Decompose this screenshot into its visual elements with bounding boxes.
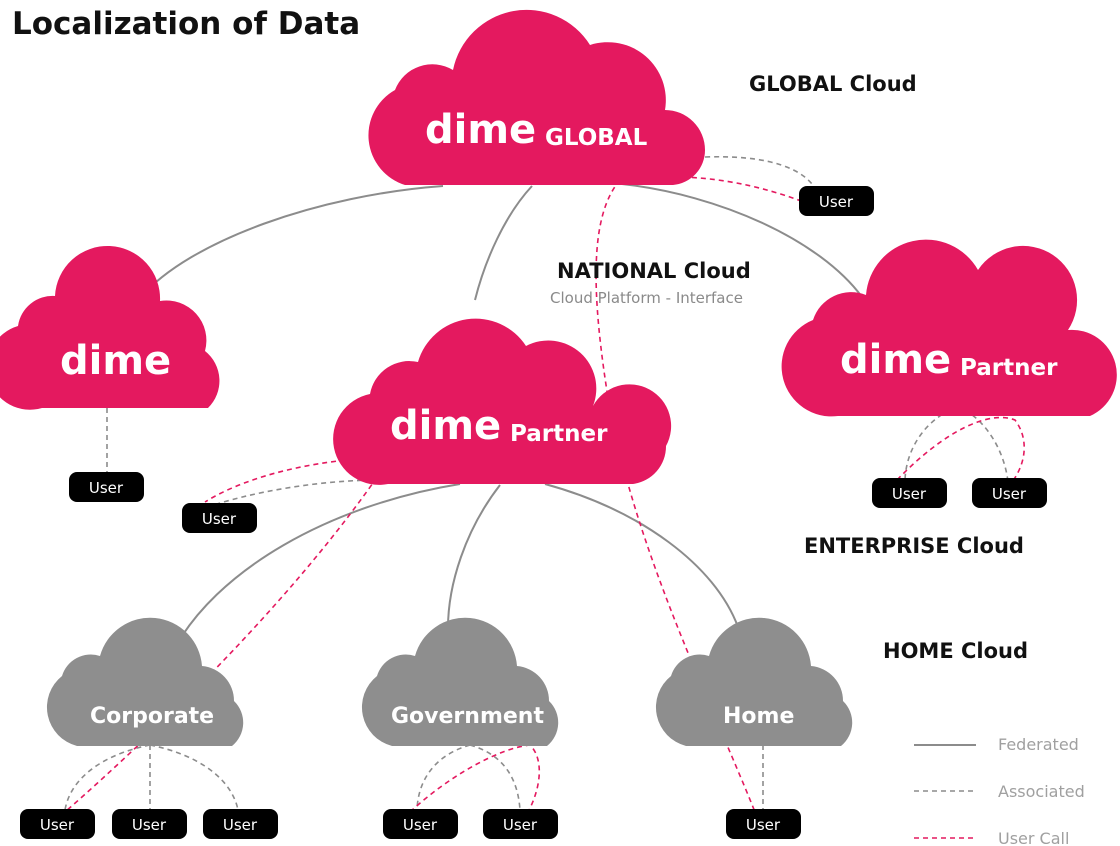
assoc-gov-user2 bbox=[469, 744, 521, 811]
associated-links bbox=[64, 155, 1009, 811]
cloud-right: dime Partner bbox=[781, 239, 1117, 417]
link-global-right bbox=[621, 183, 863, 298]
cloud-shape bbox=[655, 617, 853, 746]
user-badge: User bbox=[726, 809, 801, 839]
cloud-label: GLOBAL bbox=[545, 125, 648, 151]
legend: Federated Associated User Call bbox=[914, 735, 1085, 846]
user-label: User bbox=[992, 485, 1027, 503]
user-label: User bbox=[503, 816, 538, 834]
cloud-home: Home bbox=[655, 617, 853, 746]
user-badge: User bbox=[182, 503, 257, 533]
user-badge: User bbox=[203, 809, 278, 839]
tier-enterprise: ENTERPRISE Cloud bbox=[804, 534, 1024, 558]
tier-national-subtitle: Cloud Platform - Interface bbox=[550, 289, 743, 307]
cloud-shape bbox=[781, 239, 1117, 417]
assoc-center-user bbox=[204, 479, 381, 509]
user-badge: User bbox=[69, 472, 144, 502]
user-label: User bbox=[819, 193, 854, 211]
cloud-label: Home bbox=[723, 704, 794, 729]
brand-logo: dime bbox=[425, 107, 536, 153]
user-badge: User bbox=[20, 809, 95, 839]
link-global-left bbox=[139, 185, 444, 299]
legend-user-call-label: User Call bbox=[998, 829, 1069, 846]
user-label: User bbox=[202, 510, 237, 528]
diagram-title: Localization of Data bbox=[12, 6, 360, 42]
user-badge: User bbox=[112, 809, 187, 839]
tier-global: GLOBAL Cloud bbox=[749, 72, 917, 96]
assoc-right-user2 bbox=[964, 409, 1009, 483]
assoc-global-user bbox=[704, 155, 816, 189]
cloud-label: Corporate bbox=[90, 704, 214, 729]
cloud-shape bbox=[333, 318, 672, 485]
tier-national: NATIONAL Cloud bbox=[557, 259, 751, 283]
user-badge: User bbox=[972, 478, 1047, 508]
assoc-gov-user1 bbox=[416, 744, 471, 811]
user-label: User bbox=[403, 816, 438, 834]
cloud-label: Government bbox=[391, 704, 544, 729]
link-center-home bbox=[544, 483, 739, 628]
cloud-shape bbox=[46, 617, 244, 746]
cloud-shape bbox=[368, 9, 706, 185]
user-badge: User bbox=[799, 186, 874, 216]
brand-logo: dime bbox=[60, 338, 171, 384]
cloud-global: dime GLOBAL bbox=[368, 9, 706, 185]
cloud-shape bbox=[0, 246, 220, 410]
user-label: User bbox=[40, 816, 75, 834]
brand-logo: dime bbox=[840, 337, 951, 383]
assoc-right-user1 bbox=[904, 409, 951, 483]
cloud-label: Partner bbox=[960, 355, 1058, 381]
brand-logo: dime bbox=[390, 403, 501, 449]
link-global-center bbox=[474, 185, 533, 301]
user-badge: User bbox=[483, 809, 558, 839]
ucall-center-corp-user bbox=[64, 469, 383, 813]
ucall-right-users bbox=[896, 416, 1026, 483]
cloud-label: Partner bbox=[510, 421, 608, 447]
user-badge: User bbox=[383, 809, 458, 839]
user-label: User bbox=[746, 816, 781, 834]
cloud-shape bbox=[361, 617, 559, 746]
user-label: User bbox=[132, 816, 167, 834]
legend-associated-label: Associated bbox=[998, 782, 1085, 801]
cloud-government: Government bbox=[361, 617, 559, 746]
legend-federated-label: Federated bbox=[998, 735, 1079, 754]
ucall-gov-users bbox=[409, 744, 541, 813]
cloud-center: dime Partner bbox=[333, 318, 672, 485]
cloud-corporate: Corporate bbox=[46, 617, 244, 746]
user-label: User bbox=[223, 816, 258, 834]
assoc-corp-user3 bbox=[149, 744, 239, 811]
user-badge: User bbox=[872, 478, 947, 508]
tier-home: HOME Cloud bbox=[883, 639, 1028, 663]
link-center-corporate bbox=[171, 483, 461, 654]
cloud-left: dime bbox=[0, 246, 220, 410]
user-label: User bbox=[89, 479, 124, 497]
user-label: User bbox=[892, 485, 927, 503]
link-center-government bbox=[447, 484, 501, 629]
assoc-corp-user1 bbox=[64, 744, 151, 811]
federated-links bbox=[139, 183, 863, 654]
